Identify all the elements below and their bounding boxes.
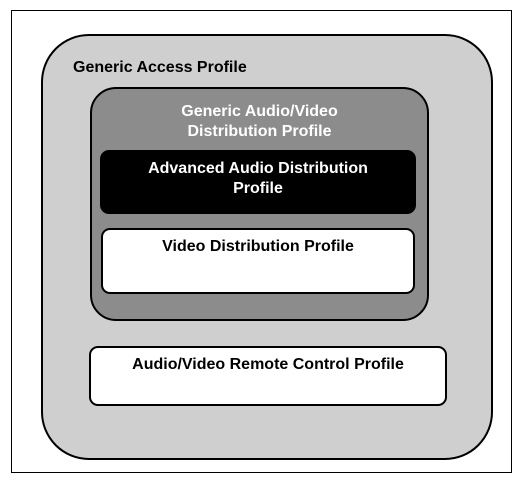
audio-video-remote-control-profile-label: Audio/Video Remote Control Profile xyxy=(132,356,404,373)
advanced-audio-distribution-profile-label: Advanced Audio Distribution Profile xyxy=(100,159,416,199)
generic-access-profile-label: Generic Access Profile xyxy=(73,59,247,76)
advanced-audio-distribution-profile-box xyxy=(100,150,416,214)
gavdp-label-line-2: Distribution Profile xyxy=(187,123,332,140)
a2dp-label-line-1: Advanced Audio Distribution xyxy=(148,160,368,177)
gavdp-label-line-1: Generic Audio/Video xyxy=(181,103,338,120)
audio-video-remote-control-profile-box xyxy=(89,346,447,406)
video-distribution-profile-label: Video Distribution Profile xyxy=(162,238,354,255)
video-distribution-profile-box xyxy=(101,228,415,294)
generic-audio-video-distribution-profile-label: Generic Audio/Video Distribution Profile xyxy=(90,102,429,142)
a2dp-label-line-2: Profile xyxy=(233,180,283,197)
